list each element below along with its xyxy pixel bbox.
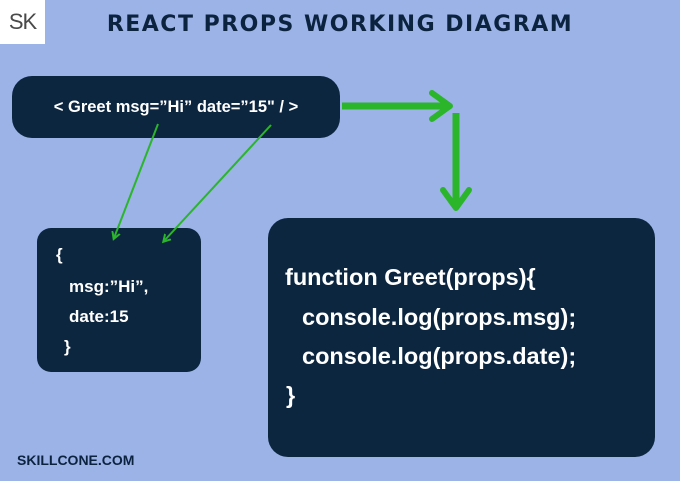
arrow-to-function [342,90,472,211]
arrow-date-to-object [164,124,272,241]
props-object-line: } [64,337,71,356]
function-code-line: } [286,382,296,408]
props-object-line: date:15 [69,307,129,326]
function-code-line: console.log(props.date); [302,343,577,369]
props-object-line: msg:”Hi”, [69,277,149,296]
logo-text: SK [8,9,37,34]
skillcone-logo: SK [0,0,45,44]
props-object-box: { msg:”Hi”, date:15 } [37,228,201,372]
props-object-line: { [56,245,63,264]
jsx-element-text: < Greet msg=”Hi” date=”15" / > [53,97,299,116]
jsx-element-box: < Greet msg=”Hi” date=”15" / > [12,76,340,138]
arrow-msg-to-object [114,123,159,238]
page-title: REACT PROPS WORKING DIAGRAM [106,12,574,37]
function-code-line: function Greet(props){ [285,264,536,290]
footer-brand: SKILLCONE.COM [17,452,135,468]
function-code-line: console.log(props.msg); [302,304,577,330]
function-component-box: function Greet(props){ console.log(props… [268,218,655,457]
